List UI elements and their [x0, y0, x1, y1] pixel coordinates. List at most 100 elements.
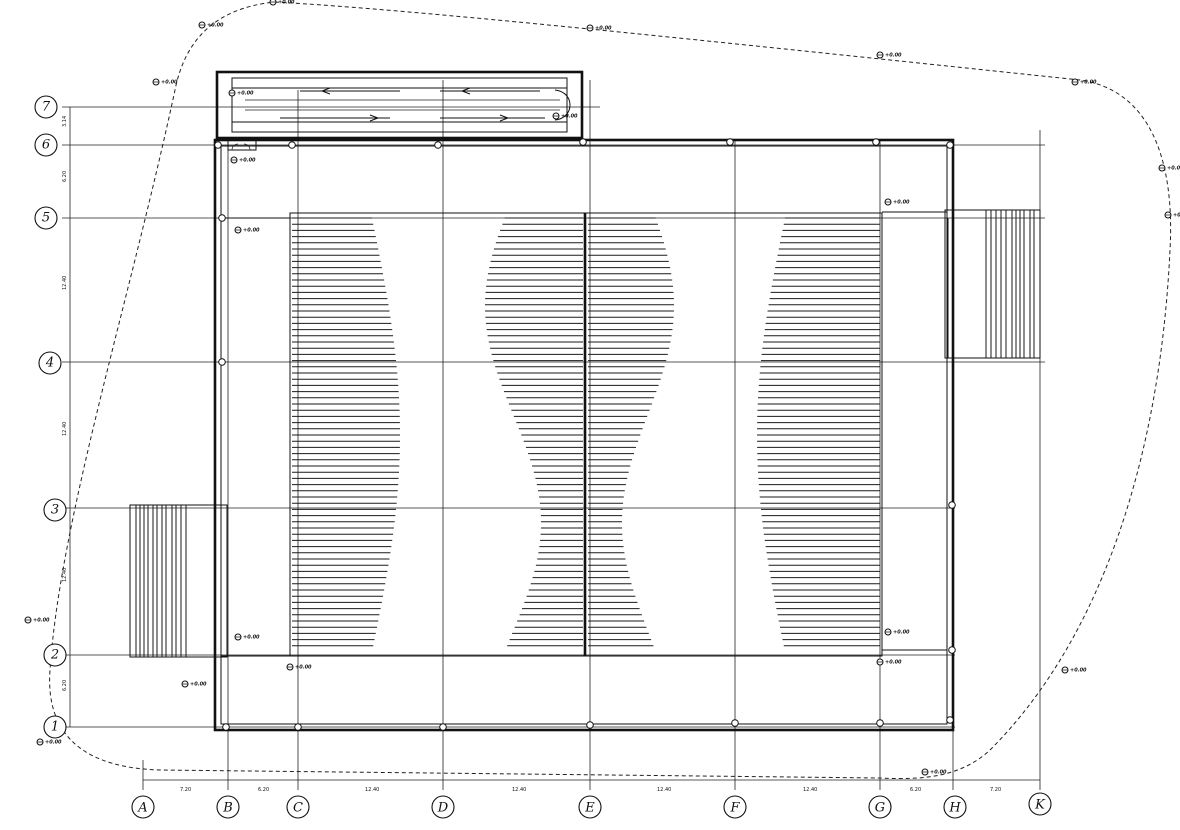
level-value: +0.00 — [278, 0, 295, 6]
column-marker — [579, 138, 587, 146]
structural-columns — [214, 138, 956, 731]
dim-h-8: 7.20 — [990, 787, 1001, 793]
level-marker: +0.00 — [876, 658, 902, 666]
column-label-f: F — [729, 801, 740, 816]
level-value: +0.00 — [207, 23, 224, 29]
level-marker: +0.00 — [1071, 78, 1097, 86]
top-annex — [215, 70, 584, 151]
vertical-dimension-chain: 6.20 12.40 12.40 12.40 6.20 3.14 — [62, 107, 71, 727]
level-marker: +0.00 — [269, 0, 295, 6]
level-markers: +0.00 +0.00 +0.00 +0.00 +0.00 +0.00 +0.00 +0.00… — [24, 0, 1180, 776]
column-bubble-g: G — [868, 795, 892, 819]
row-label-6: 6 — [42, 138, 50, 153]
column-label-k: K — [1034, 798, 1046, 813]
column-marker — [434, 141, 442, 149]
level-marker: +0.00 — [1061, 666, 1087, 674]
level-marker: +0.00 — [228, 89, 254, 97]
row-bubble-6: 6 — [34, 133, 58, 157]
level-value: +0.00 — [1080, 80, 1097, 86]
dim-v-1: 6.20 — [62, 680, 68, 691]
row-bubble-5: 5 — [34, 206, 58, 230]
level-value: +0.00 — [33, 618, 50, 624]
level-value: +0.00 — [1070, 668, 1087, 674]
row-bubble-2: 2 — [43, 643, 67, 667]
level-value: +0.00 — [561, 114, 578, 120]
left-stair — [129, 504, 228, 658]
level-value: +0.00 — [930, 770, 947, 776]
column-bubbles: A B C D E F G H — [131, 792, 1052, 819]
column-label-a: A — [137, 801, 147, 816]
level-value: +0.00 — [893, 200, 910, 206]
dim-h-4: 12.40 — [512, 787, 526, 793]
level-value: +0.00 — [190, 682, 207, 688]
level-marker: +0.00 — [181, 680, 207, 688]
level-value: +0.00 — [237, 91, 254, 97]
column-bubble-h: H — [943, 795, 967, 819]
column-label-d: D — [437, 801, 449, 816]
column-marker — [731, 719, 739, 727]
level-value: +0.00 — [1167, 166, 1180, 172]
level-marker: +0.00 — [552, 112, 578, 120]
level-marker: +0.00 — [234, 633, 260, 641]
column-bubble-e: E — [578, 795, 602, 819]
column-marker — [946, 141, 954, 149]
level-marker: +0.00 — [152, 78, 178, 86]
level-value: +0.00 — [893, 630, 910, 636]
column-bubble-b: B — [216, 795, 240, 819]
dim-v-3: 12.40 — [62, 422, 68, 436]
level-marker: +0.00 — [921, 768, 947, 776]
level-value: +0.00 — [161, 80, 178, 86]
column-marker — [218, 358, 226, 366]
column-marker — [948, 646, 956, 654]
level-marker: +0.00 — [884, 198, 910, 206]
dim-h-3: 12.40 — [365, 787, 379, 793]
level-marker: +0.00 — [36, 738, 62, 746]
column-marker — [294, 723, 302, 731]
column-marker — [948, 501, 956, 509]
column-bubble-f: F — [723, 795, 747, 819]
level-marker: +0.00 — [230, 156, 256, 164]
level-value: +0.00 — [595, 26, 612, 32]
row-label-7: 7 — [42, 100, 51, 115]
row-bubble-4: 4 — [38, 351, 62, 375]
column-bubble-k: K — [1028, 792, 1052, 816]
dim-v-5: 6.20 — [62, 171, 68, 182]
level-marker: +0.00 — [234, 226, 260, 234]
level-value: +0.00 — [1173, 213, 1180, 219]
site-boundary — [49, 1, 1172, 780]
level-marker: +0.00 — [24, 616, 50, 624]
level-value: +0.00 — [295, 665, 312, 671]
column-label-g: G — [875, 801, 885, 816]
dim-v-6: 3.14 — [62, 116, 68, 127]
column-marker — [222, 723, 230, 731]
row-bubble-1: 1 — [43, 715, 67, 739]
level-value: +0.00 — [885, 660, 902, 666]
level-value: +0.00 — [243, 635, 260, 641]
row-label-2: 2 — [50, 648, 59, 663]
level-marker: +0.00 — [586, 24, 612, 32]
column-label-c: C — [293, 801, 303, 816]
column-marker — [439, 723, 447, 731]
level-value: +0.00 — [243, 228, 260, 234]
level-marker: +0.00 — [1164, 211, 1180, 219]
dim-v-4: 12.40 — [62, 276, 68, 290]
column-marker — [214, 141, 222, 149]
column-marker — [872, 138, 880, 146]
column-marker — [876, 719, 884, 727]
column-label-e: E — [584, 801, 595, 816]
dim-v-2: 12.40 — [62, 568, 68, 582]
column-bubble-a: A — [131, 795, 155, 819]
row-bubble-7: 7 — [34, 95, 58, 119]
dim-h-2: 6.20 — [258, 787, 269, 793]
dim-h-5: 12.40 — [657, 787, 671, 793]
horizontal-dimension-chain: 7.20 6.20 12.40 12.40 12.40 12.40 6.20 7… — [143, 779, 1040, 793]
level-value: +0.00 — [885, 53, 902, 59]
column-marker — [586, 721, 594, 729]
court-outline — [221, 211, 947, 657]
level-marker: +0.00 — [1158, 164, 1180, 172]
right-stair — [944, 209, 1041, 359]
level-value: +0.00 — [239, 158, 256, 164]
level-marker: +0.00 — [286, 663, 312, 671]
row-label-1: 1 — [51, 720, 59, 735]
